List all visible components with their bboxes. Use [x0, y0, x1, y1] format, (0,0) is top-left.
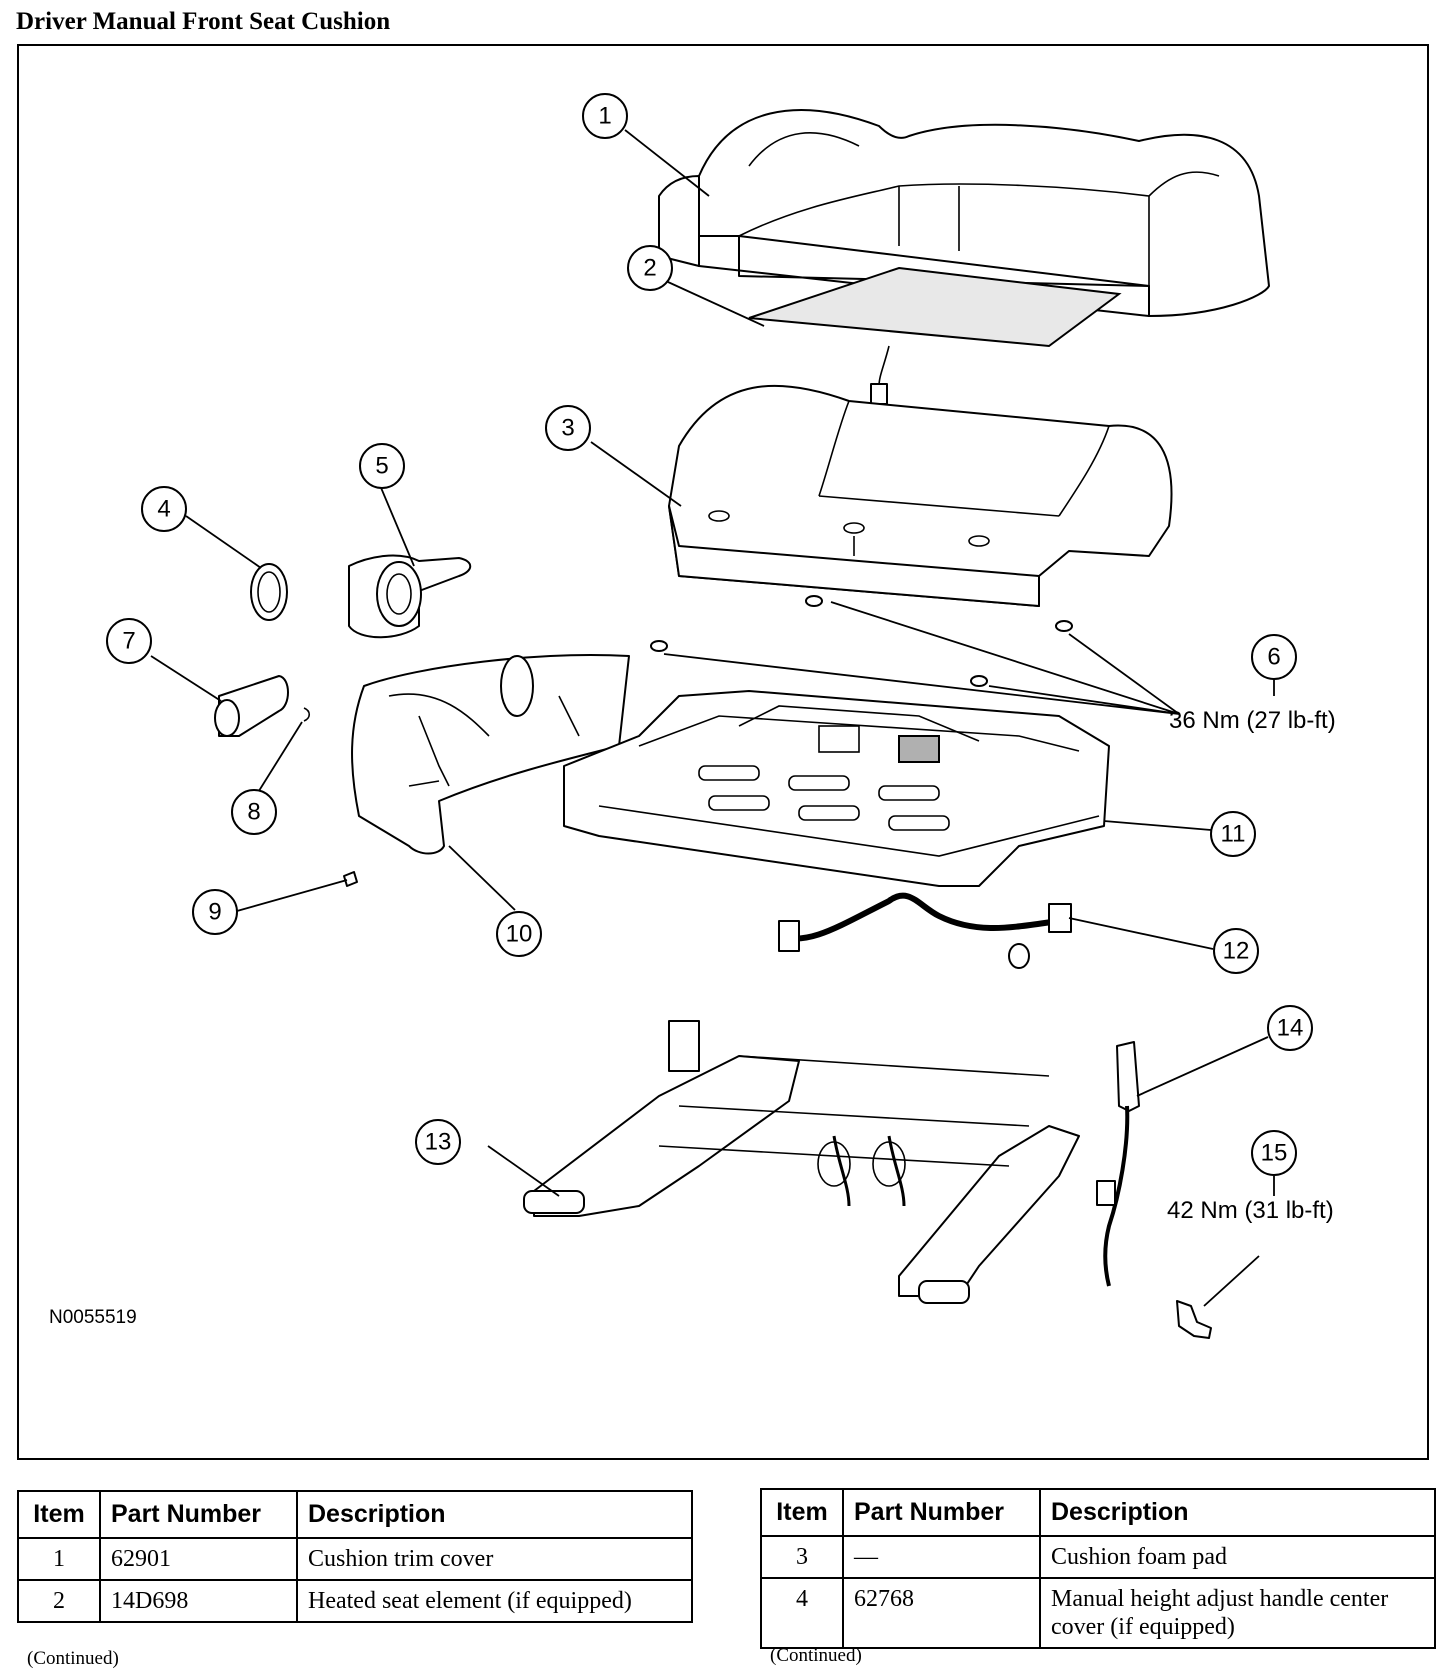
table-row: 3 — Cushion foam pad	[760, 1535, 1436, 1579]
exploded-diagram: 1 2 3 4 5 6 7 8 9 10 11	[17, 44, 1429, 1460]
callout-14: 14	[1267, 1005, 1313, 1051]
page-title: Driver Manual Front Seat Cushion	[16, 8, 391, 35]
svg-text:7: 7	[122, 628, 135, 655]
cell-part-number: 62768	[842, 1577, 1041, 1649]
cell-part-number: —	[842, 1535, 1041, 1579]
cell-part-number: 62901	[99, 1537, 298, 1581]
heated-seat-element	[748, 266, 1122, 405]
callout-13: 13	[415, 1119, 461, 1165]
cell-item: 1	[17, 1537, 101, 1581]
continued-note-right: (Continued)	[770, 1645, 862, 1666]
svg-text:8: 8	[247, 799, 260, 826]
callout-2: 2	[627, 245, 673, 291]
handle-bezel	[214, 675, 311, 737]
cell-item: 3	[760, 1535, 844, 1579]
torque-label-15: 42 Nm (31 lb-ft)	[1167, 1197, 1334, 1224]
bolt	[1176, 1300, 1212, 1339]
seat-frame	[563, 595, 1110, 887]
callout-4: 4	[141, 486, 187, 532]
cell-description: Manual height adjust handle center cover…	[1039, 1577, 1436, 1649]
table-row: 2 14D698 Heated seat element (if equippe…	[17, 1579, 693, 1623]
svg-text:2: 2	[643, 255, 656, 282]
diagram-svg: 1 2 3 4 5 6 7 8 9 10 11	[49, 93, 1336, 1339]
callout-8: 8	[231, 789, 277, 835]
svg-text:4: 4	[157, 496, 170, 523]
column-header-item: Item	[17, 1490, 101, 1539]
cell-item: 4	[760, 1577, 844, 1649]
column-header-item: Item	[760, 1488, 844, 1537]
wire-harness	[778, 892, 1072, 969]
svg-text:13: 13	[425, 1129, 452, 1156]
svg-text:10: 10	[506, 921, 533, 948]
callout-6: 6	[1251, 634, 1297, 680]
callout-12: 12	[1213, 928, 1259, 974]
callout-9: 9	[192, 889, 238, 935]
diagram-code: N0055519	[49, 1307, 137, 1328]
svg-text:9: 9	[208, 899, 221, 926]
svg-text:12: 12	[1223, 938, 1250, 965]
side-shield	[351, 654, 630, 855]
parts-table-left: Item Part Number Description 1 62901 Cus…	[17, 1490, 693, 1623]
svg-text:5: 5	[375, 453, 388, 480]
callout-5: 5	[359, 443, 405, 489]
svg-text:3: 3	[561, 415, 574, 442]
svg-text:6: 6	[1267, 644, 1280, 671]
seat-track-assembly	[523, 1020, 1080, 1304]
parts-table-right: Item Part Number Description 3 — Cushion…	[760, 1488, 1436, 1649]
column-header-part-number: Part Number	[99, 1490, 298, 1539]
column-header-description: Description	[296, 1490, 693, 1539]
cell-description: Cushion trim cover	[296, 1537, 693, 1581]
height-adjust-link	[1096, 1041, 1140, 1287]
continued-note-left: (Continued)	[27, 1648, 119, 1669]
height-adjust-handle	[348, 554, 472, 639]
callout-15: 15	[1251, 1130, 1297, 1176]
table-row: 4 62768 Manual height adjust handle cent…	[760, 1577, 1436, 1649]
callout-3: 3	[545, 405, 591, 451]
cell-description: Heated seat element (if equipped)	[296, 1579, 693, 1623]
callout-11: 11	[1210, 811, 1256, 857]
svg-text:14: 14	[1277, 1015, 1304, 1042]
screw	[343, 871, 358, 887]
cell-description: Cushion foam pad	[1039, 1535, 1436, 1579]
callout-7: 7	[106, 618, 152, 664]
svg-text:15: 15	[1261, 1140, 1288, 1167]
column-header-description: Description	[1039, 1488, 1436, 1537]
svg-text:1: 1	[598, 103, 611, 130]
cushion-foam-pad	[668, 384, 1173, 607]
callout-10: 10	[496, 911, 542, 957]
callout-1: 1	[582, 93, 628, 139]
table-row: 1 62901 Cushion trim cover	[17, 1537, 693, 1581]
leader-lines	[150, 129, 1275, 1307]
cell-part-number: 14D698	[99, 1579, 298, 1623]
column-header-part-number: Part Number	[842, 1488, 1041, 1537]
torque-label-6: 36 Nm (27 lb-ft)	[1169, 707, 1336, 734]
cell-item: 2	[17, 1579, 101, 1623]
handle-center-cover	[250, 563, 288, 621]
svg-text:11: 11	[1221, 821, 1246, 848]
